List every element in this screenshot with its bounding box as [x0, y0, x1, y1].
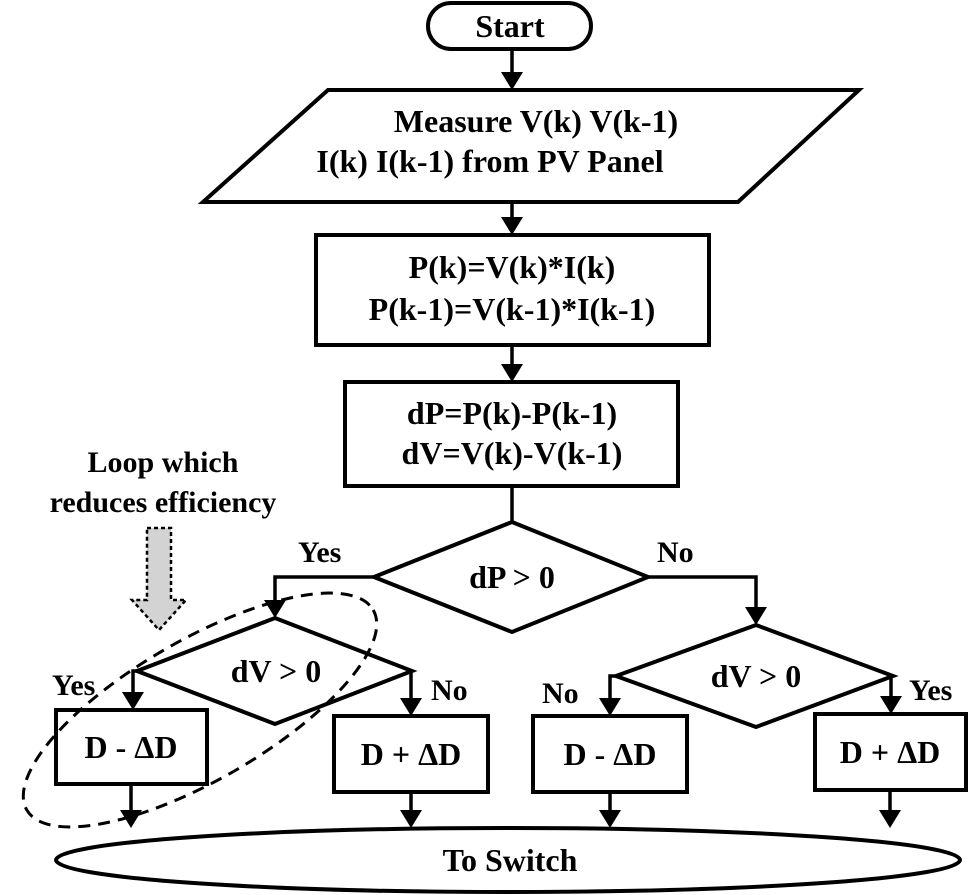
decision-dv-right: dV > 0 [610, 622, 899, 730]
power-node: P(k)=V(k)*I(k) P(k-1)=V(k-1)*I(k-1) [314, 233, 711, 347]
end-node: To Switch [54, 826, 962, 894]
arrowhead [599, 810, 621, 828]
delta-line-1: dP=P(k)-P(k-1) [407, 395, 617, 431]
start-node: Start [426, 1, 593, 51]
box-left-increase-label: D + ΔD [361, 736, 462, 772]
arrowhead [122, 692, 144, 710]
decision-dv-left-label: dV > 0 [231, 653, 322, 689]
box-right-decrease-label: D - ΔD [564, 736, 657, 772]
arrowhead [501, 72, 523, 90]
edge-dvr-yes [889, 674, 893, 696]
start-label: Start [475, 8, 545, 44]
measure-line-1: Measure V(k) V(k-1) [394, 103, 678, 139]
arrowhead [400, 810, 422, 828]
annotation-line-2: reduces efficiency [50, 486, 277, 519]
box-right-increase: D + ΔD [813, 712, 968, 792]
label-dp-no: No [657, 536, 694, 569]
delta-node: dP=P(k)-P(k-1) dV=V(k)-V(k-1) [343, 380, 680, 488]
label-dp-yes: Yes [298, 536, 341, 569]
label-dvl-no: No [431, 674, 468, 707]
delta-line-2: dV=V(k)-V(k-1) [402, 435, 623, 471]
arrowhead [599, 698, 621, 716]
label-dvr-no: No [542, 677, 579, 710]
power-line-2: P(k-1)=V(k-1)*I(k-1) [369, 291, 656, 327]
decision-dv-right-label: dV > 0 [711, 658, 802, 694]
loop-highlight-ellipse [21, 591, 379, 829]
box-left-increase: D + ΔD [332, 714, 490, 794]
label-dvr-yes: Yes [909, 674, 952, 707]
edge-dvr-no [608, 674, 616, 698]
end-label: To Switch [443, 842, 578, 878]
edge-dp-yes [273, 575, 374, 600]
label-dvl-yes: Yes [52, 669, 95, 702]
power-line-1: P(k)=V(k)*I(k) [409, 249, 616, 285]
loop-annotation: Loop which reduces efficiency [21, 446, 379, 829]
decision-dp: dP > 0 [368, 519, 654, 635]
edge-dvl-no [409, 669, 413, 698]
box-left-decrease: D - ΔD [54, 708, 209, 786]
arrowhead [120, 810, 142, 828]
annotation-line-1: Loop which [88, 446, 239, 479]
box-right-decrease: D - ΔD [531, 714, 689, 794]
arrowhead [501, 364, 523, 382]
arrowhead [400, 698, 422, 716]
box-right-increase-label: D + ΔD [840, 734, 941, 770]
measure-line-2: I(k) I(k-1) from PV Panel [316, 143, 663, 179]
decision-dp-label: dP > 0 [469, 559, 555, 595]
measure-node: Measure V(k) V(k-1) I(k) I(k-1) from PV … [197, 88, 865, 204]
arrowhead [501, 217, 523, 235]
arrowhead [880, 696, 902, 714]
box-left-decrease-label: D - ΔD [85, 729, 178, 765]
edge-dp-no [648, 575, 758, 607]
annotation-arrow-icon [129, 526, 189, 632]
arrowhead [879, 810, 901, 828]
arrowhead [745, 607, 767, 625]
edge-labels: Yes No Yes No No Yes [52, 536, 952, 710]
edge-dvl-yes [131, 669, 137, 692]
